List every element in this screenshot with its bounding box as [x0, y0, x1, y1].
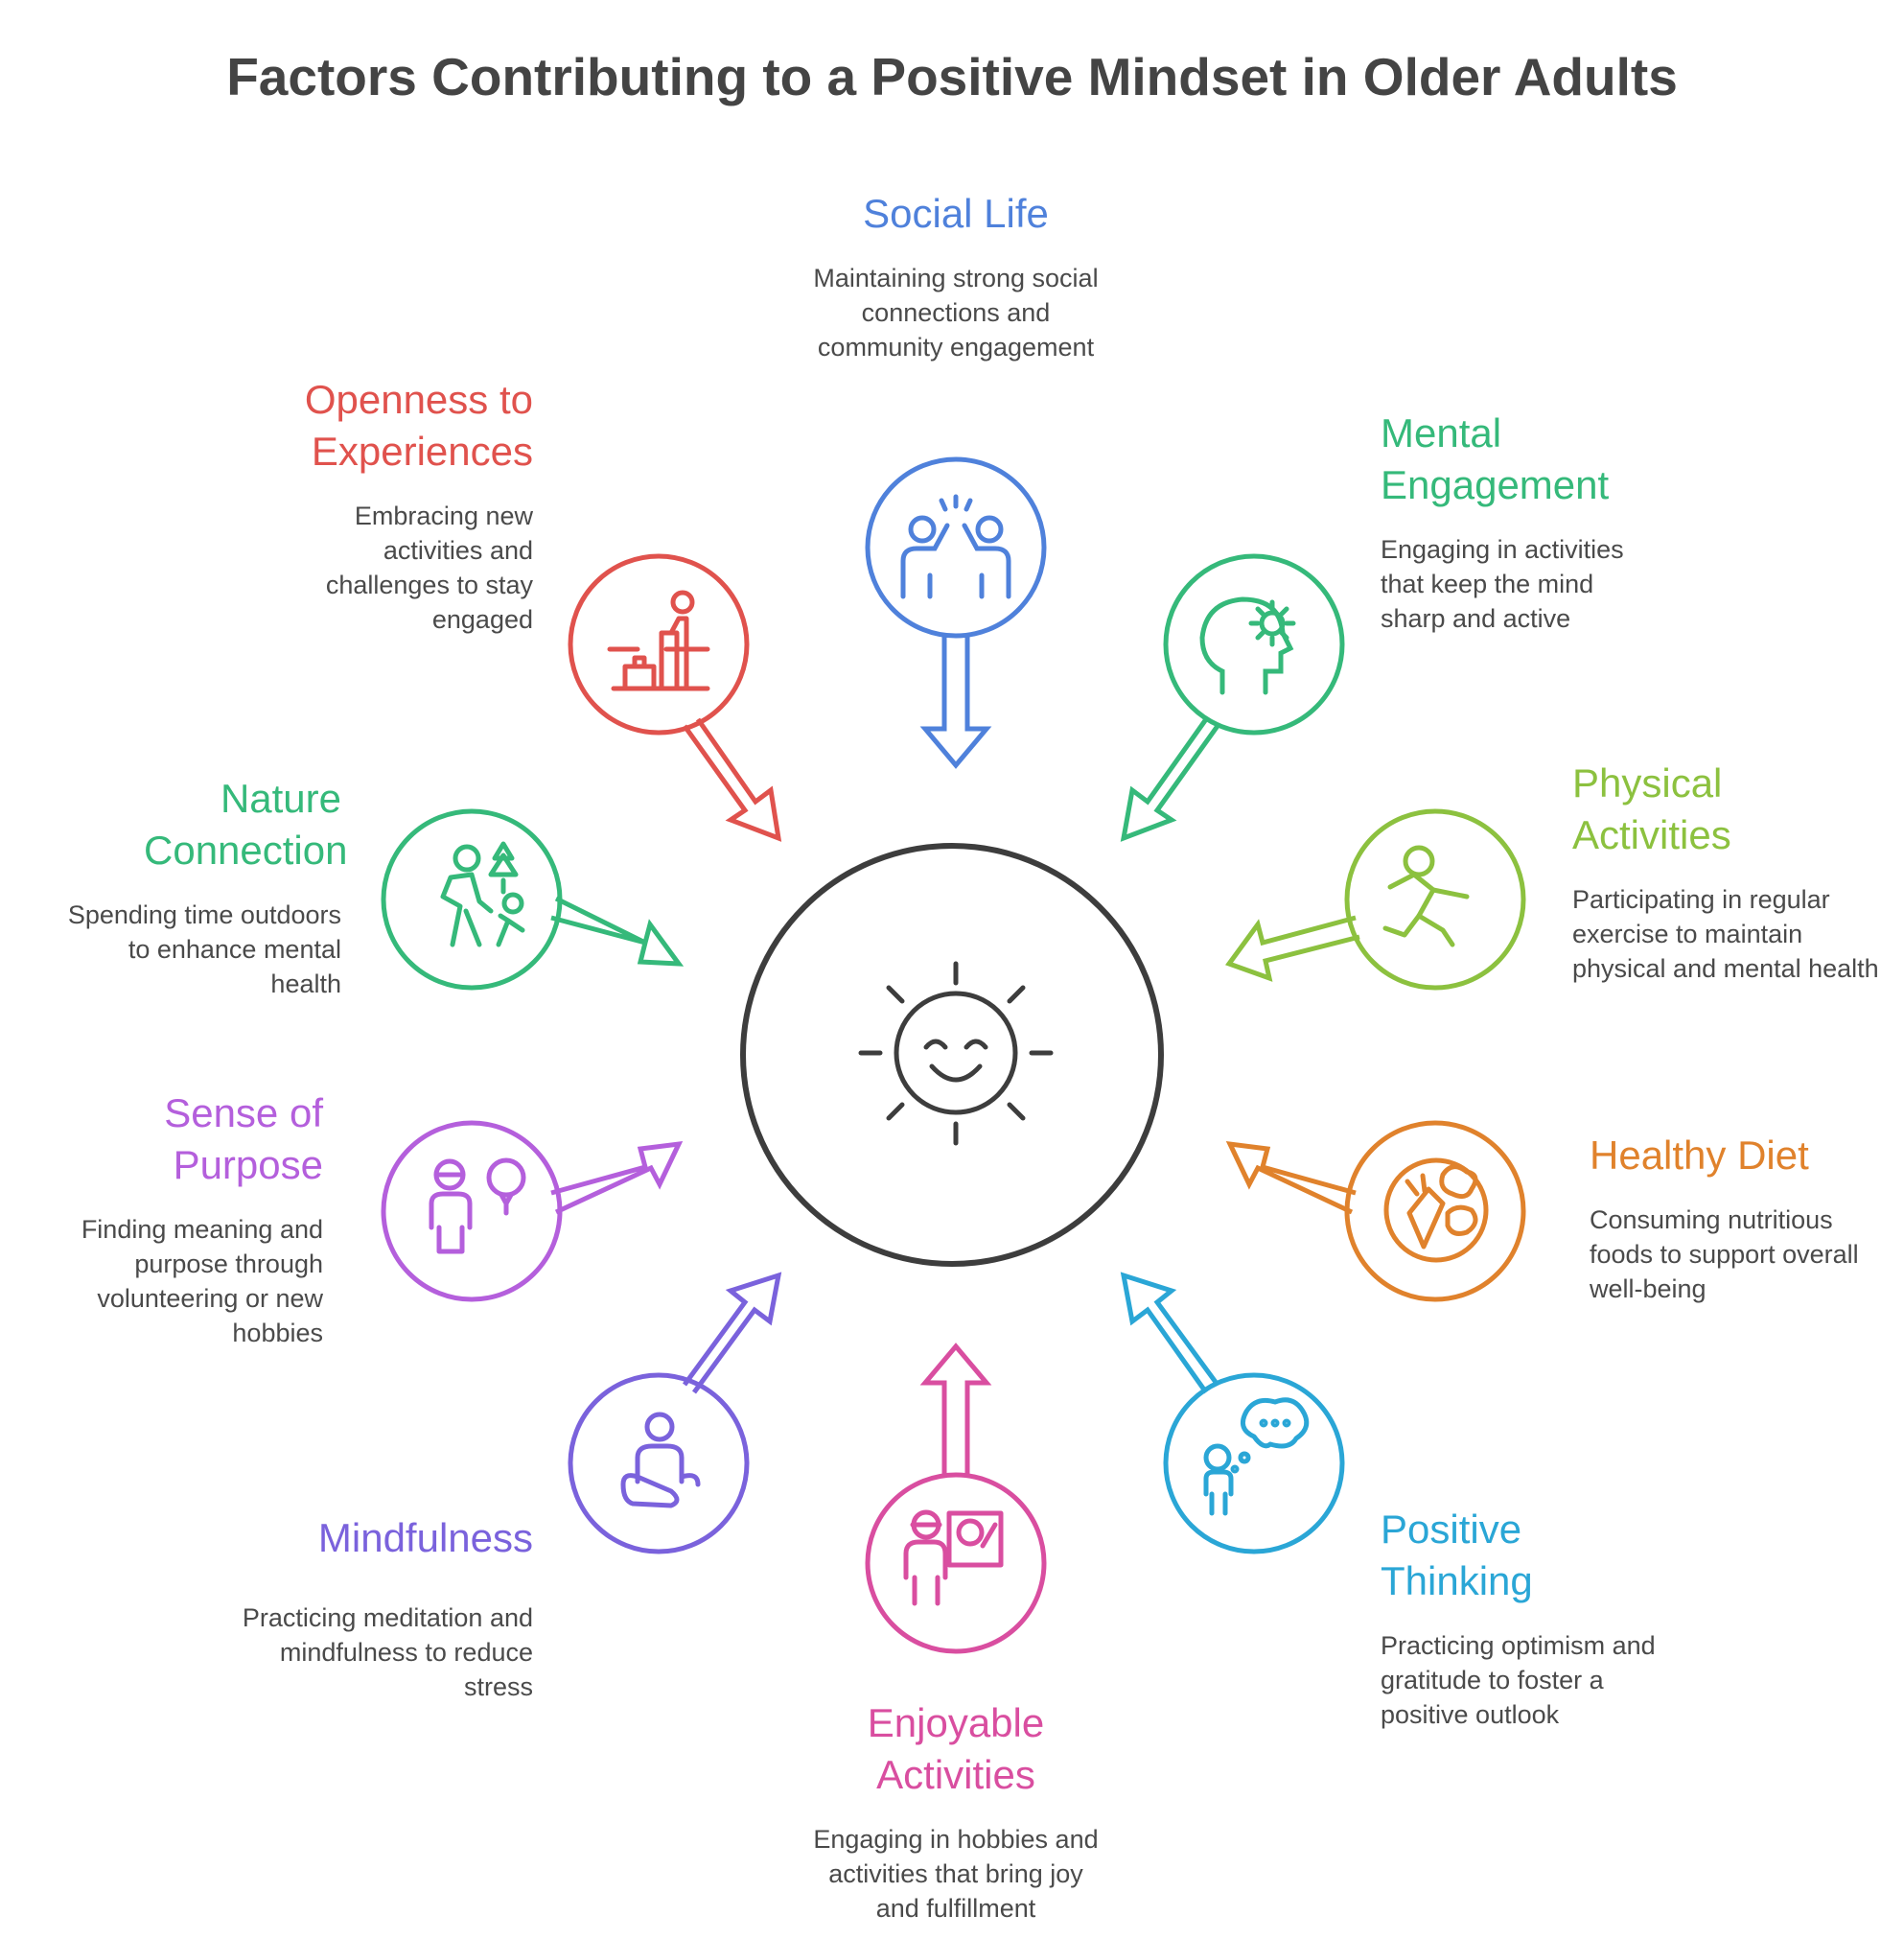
description-nature-connection: Spending time outdoors to enhance mental…: [67, 900, 341, 998]
factor-sense-of-purpose-node: [381, 1120, 684, 1302]
description-mental-engagement: Engaging in activities that keep the min…: [1381, 535, 1624, 633]
social-life-arrow: [919, 635, 992, 769]
hikers-tree-icon: [440, 841, 525, 947]
heading-nature-connection: Nature Connection: [144, 776, 348, 873]
label-positive-thinking: Positive Thinking Practicing optimism an…: [1381, 1504, 1687, 1732]
factor-social-life-node: [865, 456, 1047, 769]
high-five-icon: [900, 494, 1011, 599]
label-enjoyable-activities: Enjoyable Activities Engaging in hobbies…: [783, 1697, 1128, 1926]
description-physical-activities: Participating in regular exercise to mai…: [1572, 885, 1879, 983]
person-thought-bubble-icon: [1203, 1397, 1310, 1516]
person-balloon-icon: [429, 1157, 526, 1254]
heading-sense-of-purpose: Sense of Purpose: [164, 1090, 323, 1187]
label-healthy-diet: Healthy Diet Consuming nutritious foods …: [1590, 1130, 1887, 1306]
factor-enjoyable-activities-node: [865, 1343, 1047, 1654]
factor-mental-engagement-node: [1120, 553, 1345, 842]
factor-openness-to-experiences-node: [568, 553, 782, 842]
description-healthy-diet: Consuming nutritious foods to support ov…: [1590, 1205, 1859, 1303]
label-social-life: Social Life Maintaining strong social co…: [788, 188, 1124, 364]
center-hub: [740, 843, 1164, 1267]
heading-enjoyable-activities: Enjoyable Activities: [867, 1700, 1045, 1797]
sense-of-purpose-arrow: [550, 1140, 684, 1215]
meditating-person-icon: [620, 1412, 701, 1508]
description-social-life: Maintaining strong social connections an…: [813, 264, 1099, 362]
label-physical-activities: Physical Activities Participating in reg…: [1572, 758, 1879, 986]
head-gear-icon: [1199, 596, 1296, 695]
positive-thinking-arrow: [1120, 1272, 1220, 1394]
factor-positive-thinking-node: [1120, 1272, 1345, 1554]
heading-mental-engagement: Mental Engagement: [1381, 410, 1610, 507]
physical-activities-arrow: [1225, 915, 1360, 982]
podium-climber-icon: [607, 590, 710, 691]
healthy-diet-arrow: [1225, 1140, 1357, 1215]
heading-physical-activities: Physical Activities: [1572, 760, 1731, 857]
label-nature-connection: Nature Connection Spending time outdoors…: [58, 773, 348, 1001]
description-openness-to-experiences: Embracing new activities and challenges …: [325, 502, 533, 634]
label-mindfulness: Mindfulness Practicing meditation and mi…: [236, 1512, 533, 1704]
factor-mindfulness-node: [568, 1272, 782, 1554]
label-sense-of-purpose: Sense of Purpose Finding meaning and pur…: [38, 1087, 323, 1350]
factor-physical-activities-node: [1225, 808, 1526, 991]
enjoyable-activities-arrow: [919, 1343, 992, 1477]
mental-engagement-arrow: [1120, 717, 1220, 842]
nature-connection-arrow: [550, 896, 685, 967]
running-person-icon: [1382, 845, 1470, 947]
description-positive-thinking: Practicing optimism and gratitude to fos…: [1381, 1631, 1656, 1729]
heading-openness-to-experiences: Openness to Experiences: [304, 377, 533, 474]
vegetables-plate-icon: [1383, 1157, 1489, 1263]
description-enjoyable-activities: Engaging in hobbies and activities that …: [813, 1825, 1099, 1923]
painter-easel-icon: [903, 1509, 1004, 1606]
heading-social-life: Social Life: [863, 191, 1049, 236]
heading-positive-thinking: Positive Thinking: [1381, 1507, 1533, 1603]
label-openness-to-experiences: Openness to Experiences Embracing new ac…: [265, 374, 533, 637]
heading-mindfulness: Mindfulness: [317, 1515, 533, 1560]
description-sense-of-purpose: Finding meaning and purpose through volu…: [81, 1215, 323, 1347]
description-mindfulness: Practicing meditation and mindfulness to…: [242, 1603, 533, 1701]
smiling-sun-icon: [858, 961, 1054, 1146]
label-mental-engagement: Mental Engagement Engaging in activities…: [1381, 408, 1668, 636]
heading-healthy-diet: Healthy Diet: [1590, 1133, 1809, 1178]
page-title: Factors Contributing to a Positive Minds…: [226, 47, 1678, 106]
factor-healthy-diet-node: [1225, 1120, 1526, 1302]
mindfulness-arrow: [682, 1272, 782, 1394]
openness-to-experiences-arrow: [682, 717, 782, 842]
factor-nature-connection-node: [381, 808, 685, 991]
